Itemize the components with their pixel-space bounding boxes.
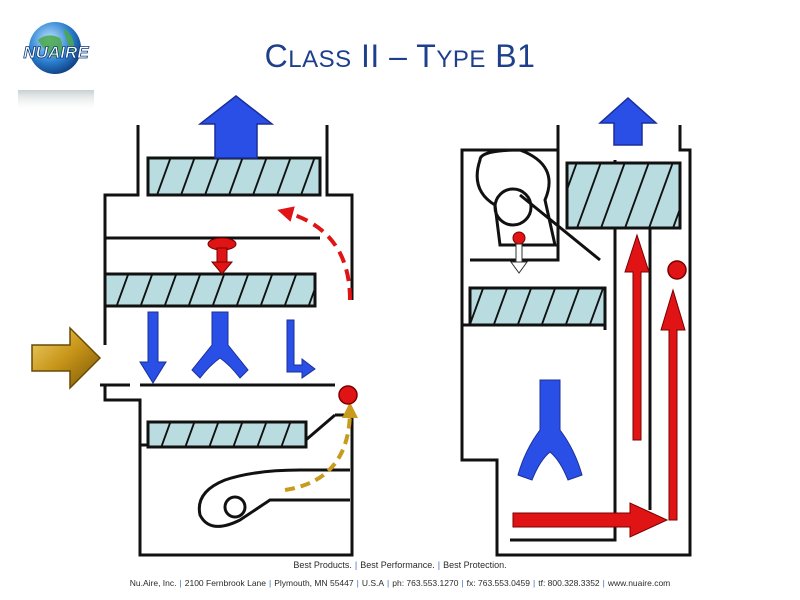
title-small1: LASS xyxy=(288,46,352,73)
footer-tagline: Best Products.|Best Performance.|Best Pr… xyxy=(293,560,507,570)
address-fax: fx: 763.553.0459 xyxy=(466,578,530,588)
address-tollfree[interactable]: tf: 800.328.3352 xyxy=(538,578,600,588)
tagline-1: Best Products. xyxy=(293,560,352,570)
left-blue-split-arrow xyxy=(191,311,249,379)
right-red-down-arrow xyxy=(510,231,528,274)
footer-address: Nu.Aire, Inc.|2100 Fernbrook Lane|Plymou… xyxy=(129,578,671,588)
website-link[interactable]: www.nuaire.com xyxy=(607,578,671,588)
right-red-dot xyxy=(667,260,687,280)
right-top-exhaust-filter xyxy=(565,161,682,230)
globe-logo-icon: NUAIRE xyxy=(8,10,98,112)
left-blue-down-arrow xyxy=(139,311,167,384)
title-mid: II – T xyxy=(351,38,437,74)
tagline-3: Best Protection. xyxy=(443,560,507,570)
tagline-2: Best Performance. xyxy=(360,560,435,570)
page-title: CLASS II – TYPE B1 xyxy=(0,38,800,75)
right-supply-filter xyxy=(468,286,607,327)
title-lead: C xyxy=(264,38,289,74)
gold-inflow-arrow-icon xyxy=(31,326,102,390)
address-street: 2100 Fernbrook Lane xyxy=(184,578,267,588)
left-top-exhaust-filter xyxy=(146,156,322,197)
right-red-up-arrow-2 xyxy=(660,288,686,521)
left-lower-filter xyxy=(146,420,308,449)
title-tail: B1 xyxy=(485,38,536,74)
address-company: Nu.Aire, Inc. xyxy=(129,578,177,588)
address-phone[interactable]: ph: 763.553.1270 xyxy=(392,578,459,588)
svg-text:NUAIRE: NUAIRE xyxy=(23,43,89,62)
address-city: Plymouth, MN 55447 xyxy=(274,578,354,588)
left-blue-l-arrow xyxy=(286,319,316,379)
left-red-dashed-arc xyxy=(277,206,352,301)
address-country: U.S.A xyxy=(361,578,385,588)
right-red-up-arrow-1 xyxy=(624,233,650,441)
left-exhaust-up-arrow xyxy=(197,95,275,159)
left-supply-filter xyxy=(103,272,317,308)
title-small2: YPE xyxy=(436,46,486,73)
left-cabinet xyxy=(100,125,354,557)
right-red-right-arrow xyxy=(512,502,669,538)
left-red-down-arrow xyxy=(207,237,237,275)
right-blue-split-arrow xyxy=(517,379,583,481)
right-exhaust-up-arrow xyxy=(598,96,658,146)
left-gold-dashed-arc xyxy=(284,402,358,492)
left-red-dot xyxy=(338,385,358,405)
